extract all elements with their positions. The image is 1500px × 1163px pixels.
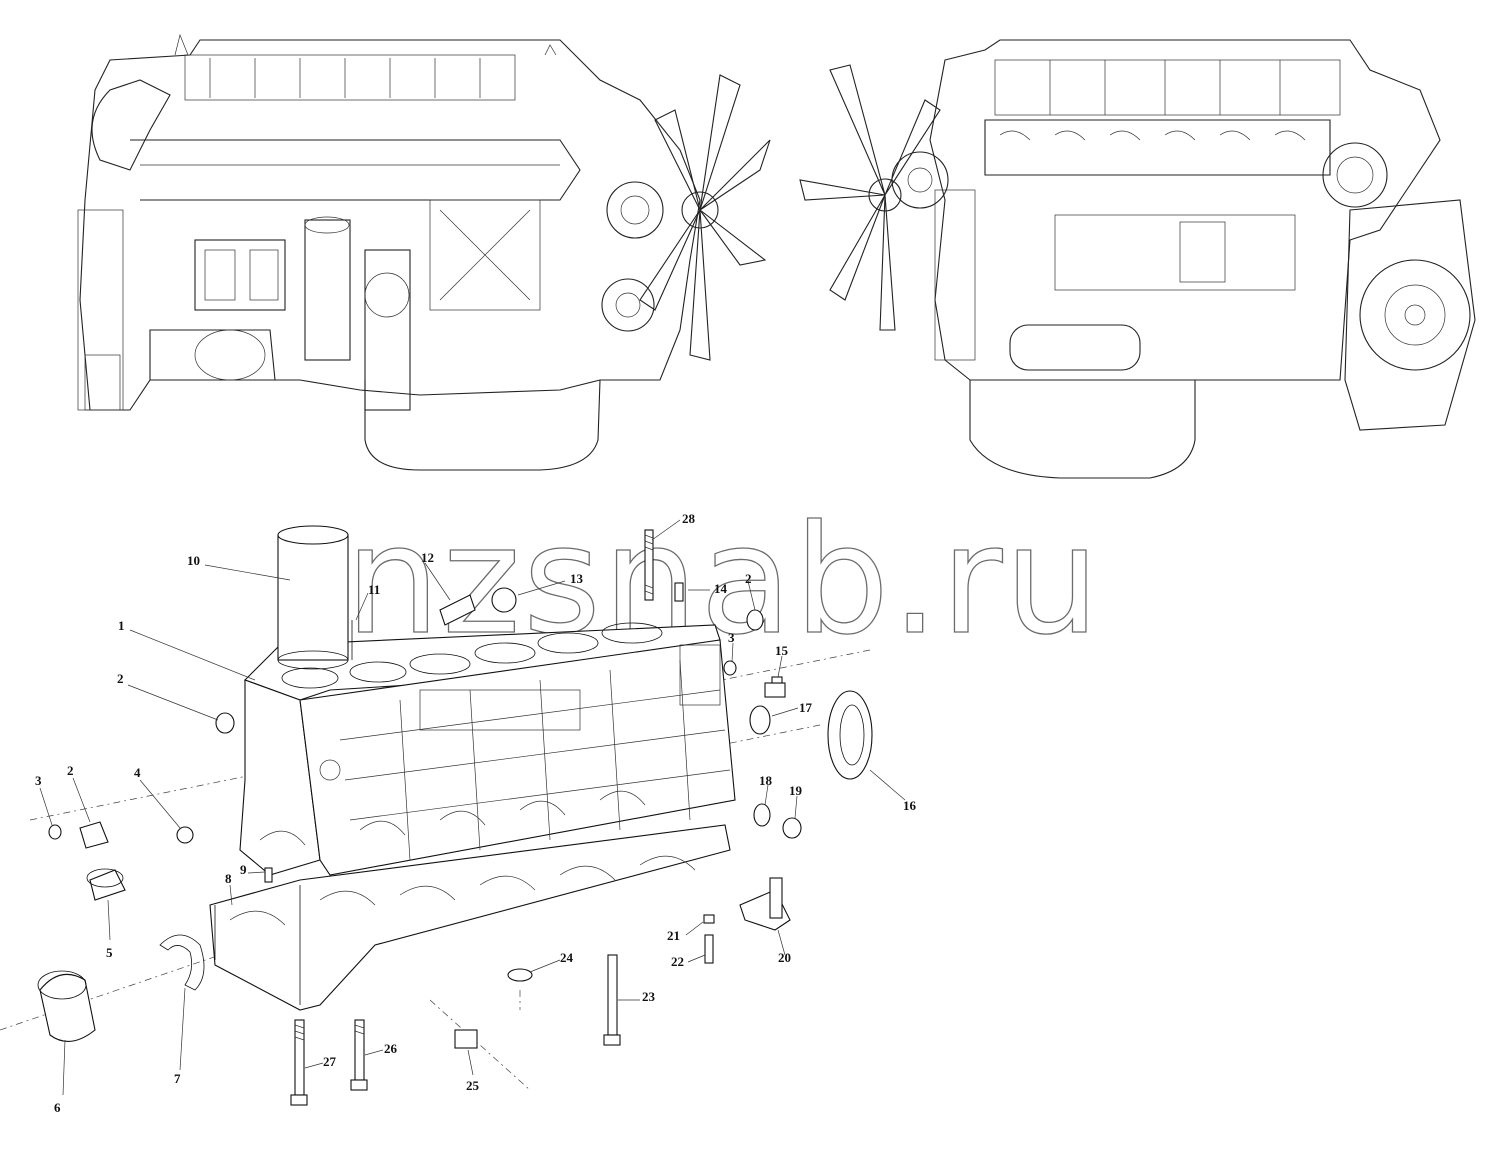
callout-22: 22 — [671, 954, 684, 969]
callout-labels: 1 2 2 2 3 3 4 5 6 7 8 9 10 11 12 13 14 1… — [35, 511, 917, 1115]
engine-view-right — [799, 39, 1476, 479]
exploded-block-view — [0, 519, 906, 1106]
callout-6: 6 — [54, 1100, 61, 1115]
callout-15: 15 — [775, 643, 789, 658]
callout-25: 25 — [466, 1078, 480, 1093]
callout-10: 10 — [187, 553, 200, 568]
callout-21: 21 — [667, 928, 680, 943]
callout-17: 17 — [799, 700, 813, 715]
callout-23: 23 — [642, 989, 656, 1004]
callout-7: 7 — [174, 1071, 181, 1086]
callout-13: 13 — [570, 571, 584, 586]
callout-5: 5 — [106, 945, 113, 960]
callout-12: 12 — [421, 550, 434, 565]
callout-2-right: 2 — [745, 571, 752, 586]
engine-view-left — [77, 33, 771, 471]
callout-20: 20 — [778, 950, 791, 965]
callout-3-right: 3 — [728, 630, 735, 645]
callout-26: 26 — [384, 1041, 398, 1056]
callout-28: 28 — [682, 511, 696, 526]
callout-11: 11 — [368, 582, 380, 597]
callout-4: 4 — [134, 765, 141, 780]
callout-3-left: 3 — [35, 773, 42, 788]
callout-24: 24 — [560, 950, 574, 965]
callout-27: 27 — [323, 1054, 337, 1069]
callout-2-left: 2 — [117, 671, 124, 686]
callout-19: 19 — [789, 783, 803, 798]
callout-18: 18 — [759, 773, 773, 788]
callout-1: 1 — [118, 618, 125, 633]
callout-8: 8 — [225, 871, 232, 886]
callout-14: 14 — [714, 581, 728, 596]
callout-9: 9 — [240, 862, 247, 877]
callout-2-far-left: 2 — [67, 763, 74, 778]
callout-16: 16 — [903, 798, 917, 813]
